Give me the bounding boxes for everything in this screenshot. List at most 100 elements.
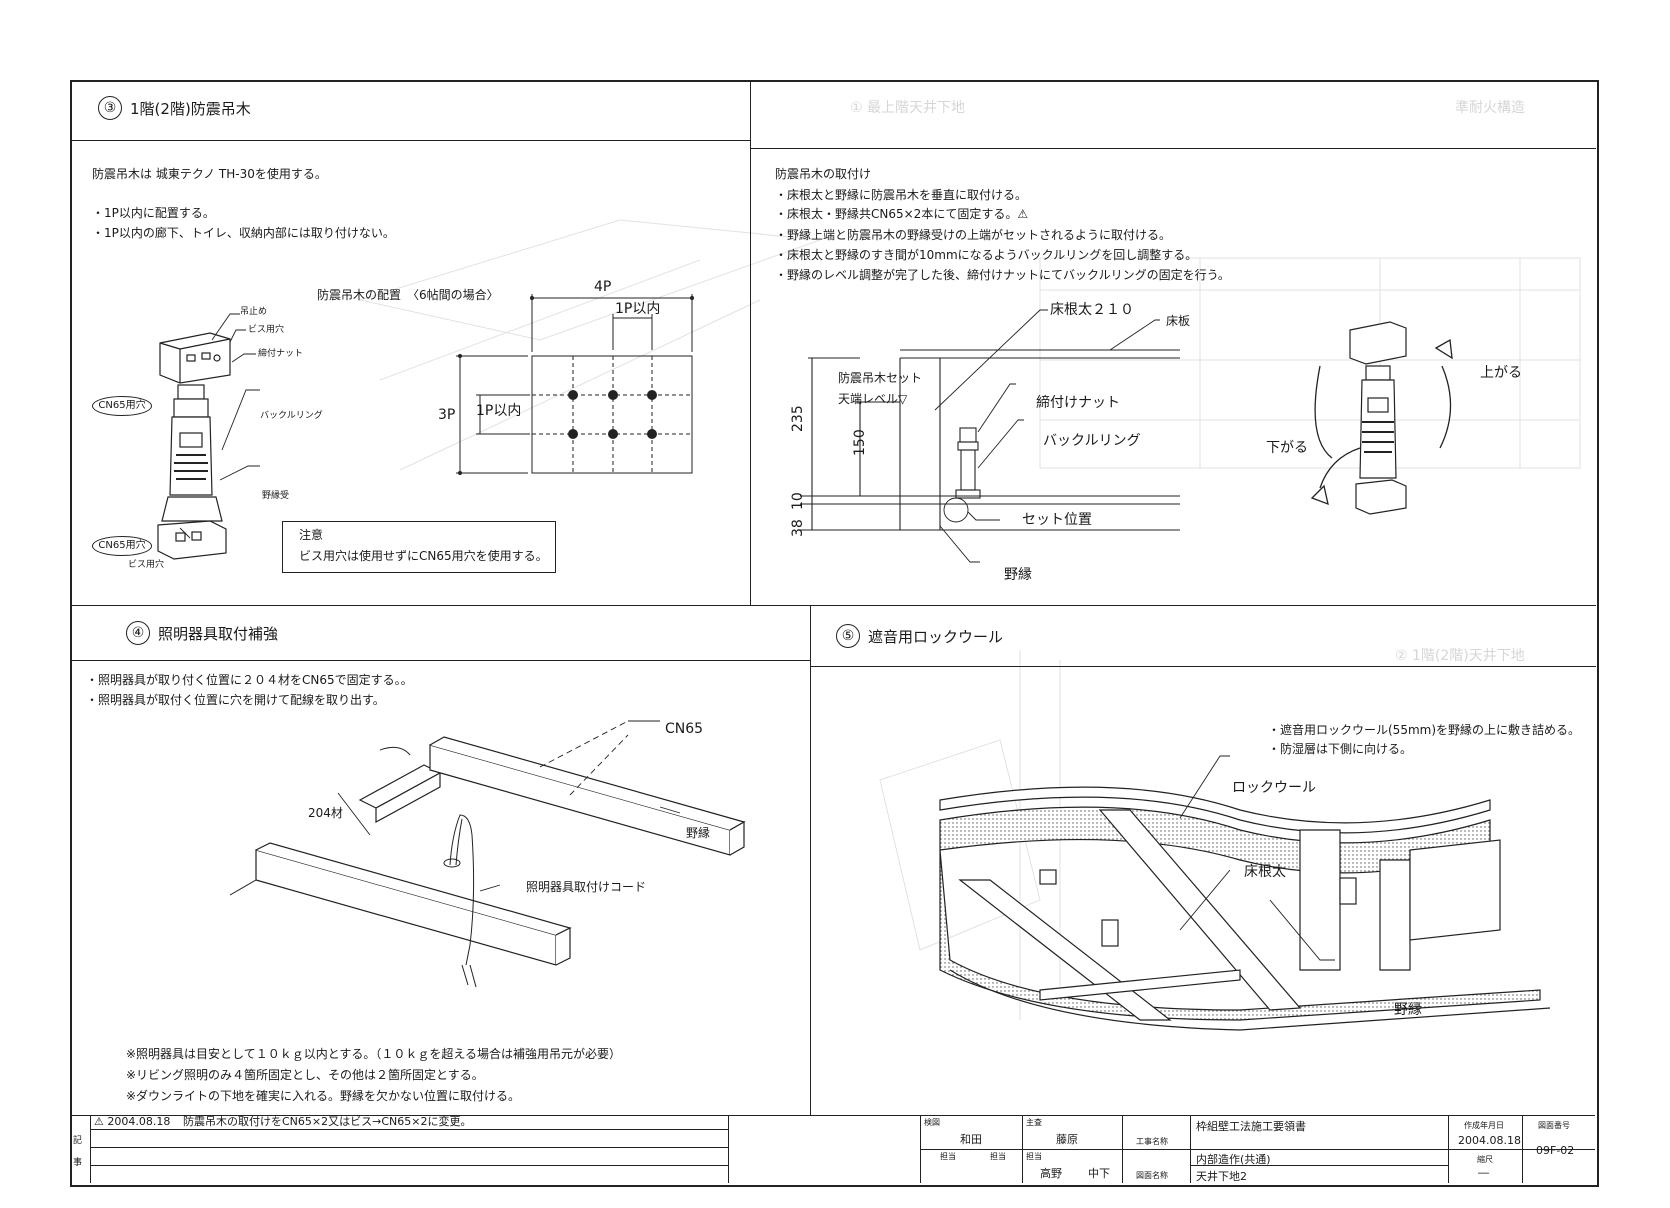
s3-label-tsuridome: 吊止め <box>240 307 268 317</box>
mid-header-line-right <box>810 666 1596 667</box>
s3-label-cn65-top: CN65用穴 <box>92 396 152 416</box>
section-4-title-text: 照明器具取付補強 <box>158 624 279 643</box>
s3-bullet-2: ・1P以内の廊下、トイレ、収納内部には取り付けない。 <box>92 226 395 240</box>
s3-label-nobuchi-uke: 野縁受 <box>262 491 290 501</box>
s5-bullet-1: ・遮音用ロックウール(55mm)を野縁の上に敷き詰める。 <box>1268 723 1581 737</box>
s4-bullet-1: ・照明器具が取り付く位置に２０４材をCN65で固定する。。 <box>86 673 413 687</box>
s5-bullet-2: ・防湿層は下側に向ける。 <box>1268 742 1413 756</box>
drawing-frame <box>70 80 1599 1187</box>
attach-bullet-1: ・床根太と野縁に防震吊木を垂直に取付ける。 <box>775 188 1028 202</box>
attach-label-buckle: バックルリング <box>1043 433 1141 449</box>
title-block <box>70 1115 1595 1184</box>
s3-layout-plan <box>456 294 694 475</box>
s4-bullet-2: ・照明器具が取付く位置に穴を開けて配線を取り出す。 <box>86 693 385 707</box>
tb-koji: 枠組壁工法施工要領書 <box>1196 1120 1306 1133</box>
s3-label-buckle: バックルリング <box>260 411 323 421</box>
s4-label-nobuchi: 野縁 <box>686 826 711 840</box>
s4-label-cord: 照明器具取付けコード <box>526 880 647 894</box>
mid-divider <box>70 605 1596 606</box>
s3-bullet-1: ・1P以内に配置する。 <box>92 206 215 220</box>
tb-tanto-label-3: 担当 <box>1026 1152 1042 1161</box>
mid-header-line-left <box>70 660 810 661</box>
attach-title: 防震吊木の取付け <box>775 167 872 181</box>
section-4-title: ④ 照明器具取付補強 <box>126 621 278 645</box>
section-5-number: ⑤ <box>836 624 860 648</box>
attach-label-yukanedaru: 床根太２１０ <box>1050 302 1134 318</box>
s3-dim-3p: 3P <box>438 407 456 423</box>
s3-dim-1p-height: 1P以内 <box>476 403 522 419</box>
s5-label-rockwool: ロックウール <box>1232 780 1316 796</box>
tb-zumen: 天井下地2 <box>1196 1170 1247 1183</box>
attach-dim-10: 10 <box>790 492 806 510</box>
s3-note-title: 注意 <box>299 528 324 542</box>
attach-dim-150: 150 <box>852 429 868 456</box>
s3-note-box: 注意 ビス用穴は使用せずにCN65用穴を使用する。 <box>282 521 556 573</box>
tb-date-label: 作成年月日 <box>1464 1121 1504 1130</box>
attach-label-shimetsuke: 締付けナット <box>1036 395 1120 411</box>
tb-row-3 <box>90 1165 728 1166</box>
s3-note-text: ビス用穴は使用せずにCN65用穴を使用する。 <box>299 549 548 563</box>
s5-label-nobuchi: 野縁 <box>1394 1002 1422 1018</box>
tb-shusa: 藤原 <box>1056 1133 1078 1146</box>
top-divider <box>750 80 751 605</box>
s5-label-nedaru: 床根太 <box>1244 864 1286 880</box>
attach-bullet-5: ・野縁のレベル調整が完了した後、締付けナットにてバックルリングの固定を行う。 <box>775 268 1230 282</box>
s3-label-bisu-bottom: ビス用穴 <box>128 560 165 570</box>
s4-label-cn65: CN65 <box>665 721 704 737</box>
s3-intro: 防震吊木は 城東テクノ TH-30を使用する。 <box>92 167 327 181</box>
s4-label-204: 204材 <box>308 806 343 820</box>
tb-kentoku-label: 検図 <box>924 1118 940 1127</box>
tb-scale-label: 縮尺 <box>1477 1155 1493 1164</box>
tb-row-koji2 <box>1190 1165 1448 1166</box>
tb-row-mid <box>920 1149 1122 1150</box>
tb-line-a <box>90 1115 91 1183</box>
s4-note-2: ※リビング照明のみ４箇所固定とし、その他は２箇所固定とする。 <box>126 1068 484 1082</box>
tb-tanto: 高野 <box>1040 1167 1062 1180</box>
tb-revision-text: 防震吊木の取付けをCN65×2又はビス→CN65×2に変更。 <box>183 1115 472 1128</box>
attach-label-set-pos: セット位置 <box>1022 512 1092 528</box>
tb-kentoku: 和田 <box>960 1133 982 1146</box>
attach-label-tenba: 天端レベル▽ <box>838 392 908 406</box>
attach-label-sagaru: 下がる <box>1266 440 1308 456</box>
top-header-line-right <box>750 148 1596 149</box>
section-3-number: ③ <box>98 96 122 120</box>
top-header-line-left <box>70 140 750 141</box>
s3-hanger-device <box>157 332 231 560</box>
ghost-title-1: ① 最上階天井下地 <box>850 100 966 116</box>
bottom-divider <box>810 605 811 1115</box>
tb-row-koji <box>1122 1149 1448 1150</box>
s4-note-1: ※照明器具は目安として１０ｋｇ以内とする。（１０ｋｇを超える場合は補強用吊元が必… <box>126 1047 621 1061</box>
tb-zumen-label: 図面名称 <box>1136 1171 1168 1180</box>
tb-tanto-label-1: 担当 <box>940 1152 956 1161</box>
attach-bullet-2: ・床根太・野縁共CN65×2本にて固定する。⚠ <box>775 207 1029 221</box>
s3-dim-4p: 4P <box>594 279 612 295</box>
section-3-title-text: 1階(2階)防震吊木 <box>130 99 251 118</box>
s5-drawing <box>939 755 1551 1031</box>
s3-label-shimetsuke: 締付ナット <box>258 349 304 359</box>
tb-tanto-label-2: 担当 <box>990 1152 1006 1161</box>
ghost-side: 準耐火構造 <box>1455 100 1525 116</box>
attach-label-agaru: 上がる <box>1480 365 1522 381</box>
tb-number-label: 図面番号 <box>1538 1121 1570 1130</box>
s3-leaders <box>179 313 260 539</box>
tb-row-1 <box>90 1129 728 1130</box>
revision-warning-icon: ⚠ <box>94 1115 108 1128</box>
attach-dim-38: 38 <box>790 519 806 537</box>
s3-label-bisu-top: ビス用穴 <box>248 325 285 335</box>
section-4-number: ④ <box>126 621 150 645</box>
ghost-title-2: ② 1階(2階)天井下地 <box>1395 648 1525 664</box>
section-5-title: ⑤ 遮音用ロックウール <box>836 624 1003 648</box>
tb-revision-date: ⚠ 2004.08.18 <box>94 1115 170 1128</box>
tb-number: 09F-02 <box>1536 1144 1575 1157</box>
attach-bullet-4: ・床根太と野縁のすき間が10mmになるようバックルリングを回し調整する。 <box>775 248 1198 262</box>
s4-drawing <box>229 720 746 988</box>
tb-scale: ― <box>1478 1166 1489 1179</box>
attach-label-nobuchi: 野縁 <box>1004 567 1032 583</box>
s4-note-3: ※ダウンライトの下地を確実に入れる。野縁を欠かない位置に取付ける。 <box>126 1089 521 1103</box>
tb-koji-label: 工事名称 <box>1136 1137 1168 1146</box>
attach-rotation-hanger <box>1310 321 1453 515</box>
tb-line-b <box>728 1115 729 1183</box>
tb-date: 2004.08.18 <box>1458 1134 1521 1147</box>
attach-dim-235: 235 <box>790 405 806 432</box>
section-5-title-text: 遮音用ロックウール <box>868 627 1004 646</box>
